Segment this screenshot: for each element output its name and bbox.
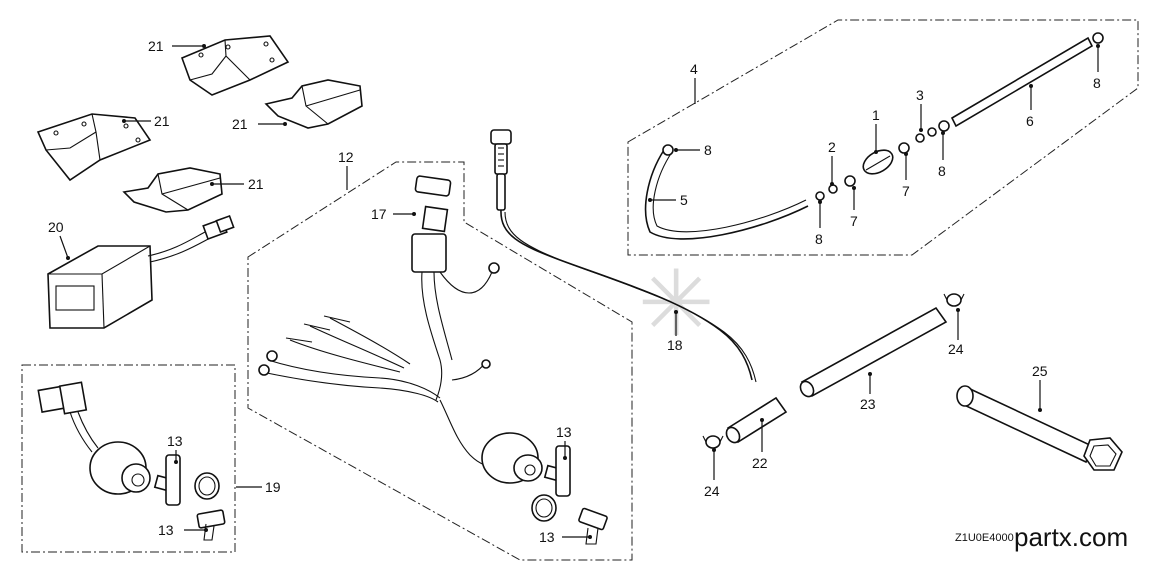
drawing-code: Z1U0E4000 [955, 532, 1014, 544]
callout-23: 23 [860, 396, 876, 412]
callout-1: 1 [872, 107, 880, 123]
callout-7: 7 [850, 213, 858, 229]
callout-8: 8 [704, 142, 712, 158]
callout-20: 20 [48, 219, 64, 235]
mount-21-lower [122, 167, 223, 213]
callout-5: 5 [680, 192, 688, 208]
callout-12: 12 [338, 149, 354, 165]
group-4-outline [627, 19, 1139, 256]
callout-21: 21 [248, 176, 264, 192]
tube-22 [725, 396, 788, 444]
bracket-21-top [180, 35, 290, 96]
callout-21: 21 [232, 116, 248, 132]
callout-13: 13 [167, 433, 183, 449]
mount-21-right [264, 79, 363, 129]
callout-6: 6 [1026, 113, 1034, 129]
group-19-outline [21, 364, 236, 553]
group-12-outline [247, 161, 633, 561]
callout-labels: 21 21 21 21 20 19 13 13 12 17 13 13 18 4… [48, 38, 1101, 545]
callout-18: 18 [667, 337, 683, 353]
tube-23 [799, 306, 948, 398]
choke-cable-18 [490, 129, 757, 383]
callout-21: 21 [154, 113, 170, 129]
clamp-24-lower [702, 435, 724, 449]
callout-25: 25 [1032, 363, 1048, 379]
fuel-line-4 [644, 32, 1104, 240]
bracket-21-mid [36, 113, 152, 182]
callout-17: 17 [371, 206, 387, 222]
callout-4: 4 [690, 61, 698, 77]
callout-22: 22 [752, 455, 768, 471]
callout-13: 13 [556, 424, 572, 440]
callout-7: 7 [902, 183, 910, 199]
callout-21: 21 [148, 38, 164, 54]
callout-2: 2 [828, 139, 836, 155]
wire-harness-12 [258, 175, 608, 545]
callout-24: 24 [948, 341, 964, 357]
box-wrench-25 [956, 385, 1123, 471]
leader-lines [59, 44, 1100, 539]
callout-13: 13 [158, 522, 174, 538]
callout-8: 8 [815, 231, 823, 247]
callout-13: 13 [539, 529, 555, 545]
callout-8: 8 [1093, 75, 1101, 91]
clamp-24-upper [943, 293, 965, 307]
callout-24: 24 [704, 483, 720, 499]
ignition-switch-19 [37, 381, 226, 541]
callout-19: 19 [265, 479, 281, 495]
callout-8: 8 [938, 163, 946, 179]
brand-watermark: partx.com [1014, 522, 1128, 552]
control-box-20 [47, 214, 235, 329]
callout-3: 3 [916, 87, 924, 103]
